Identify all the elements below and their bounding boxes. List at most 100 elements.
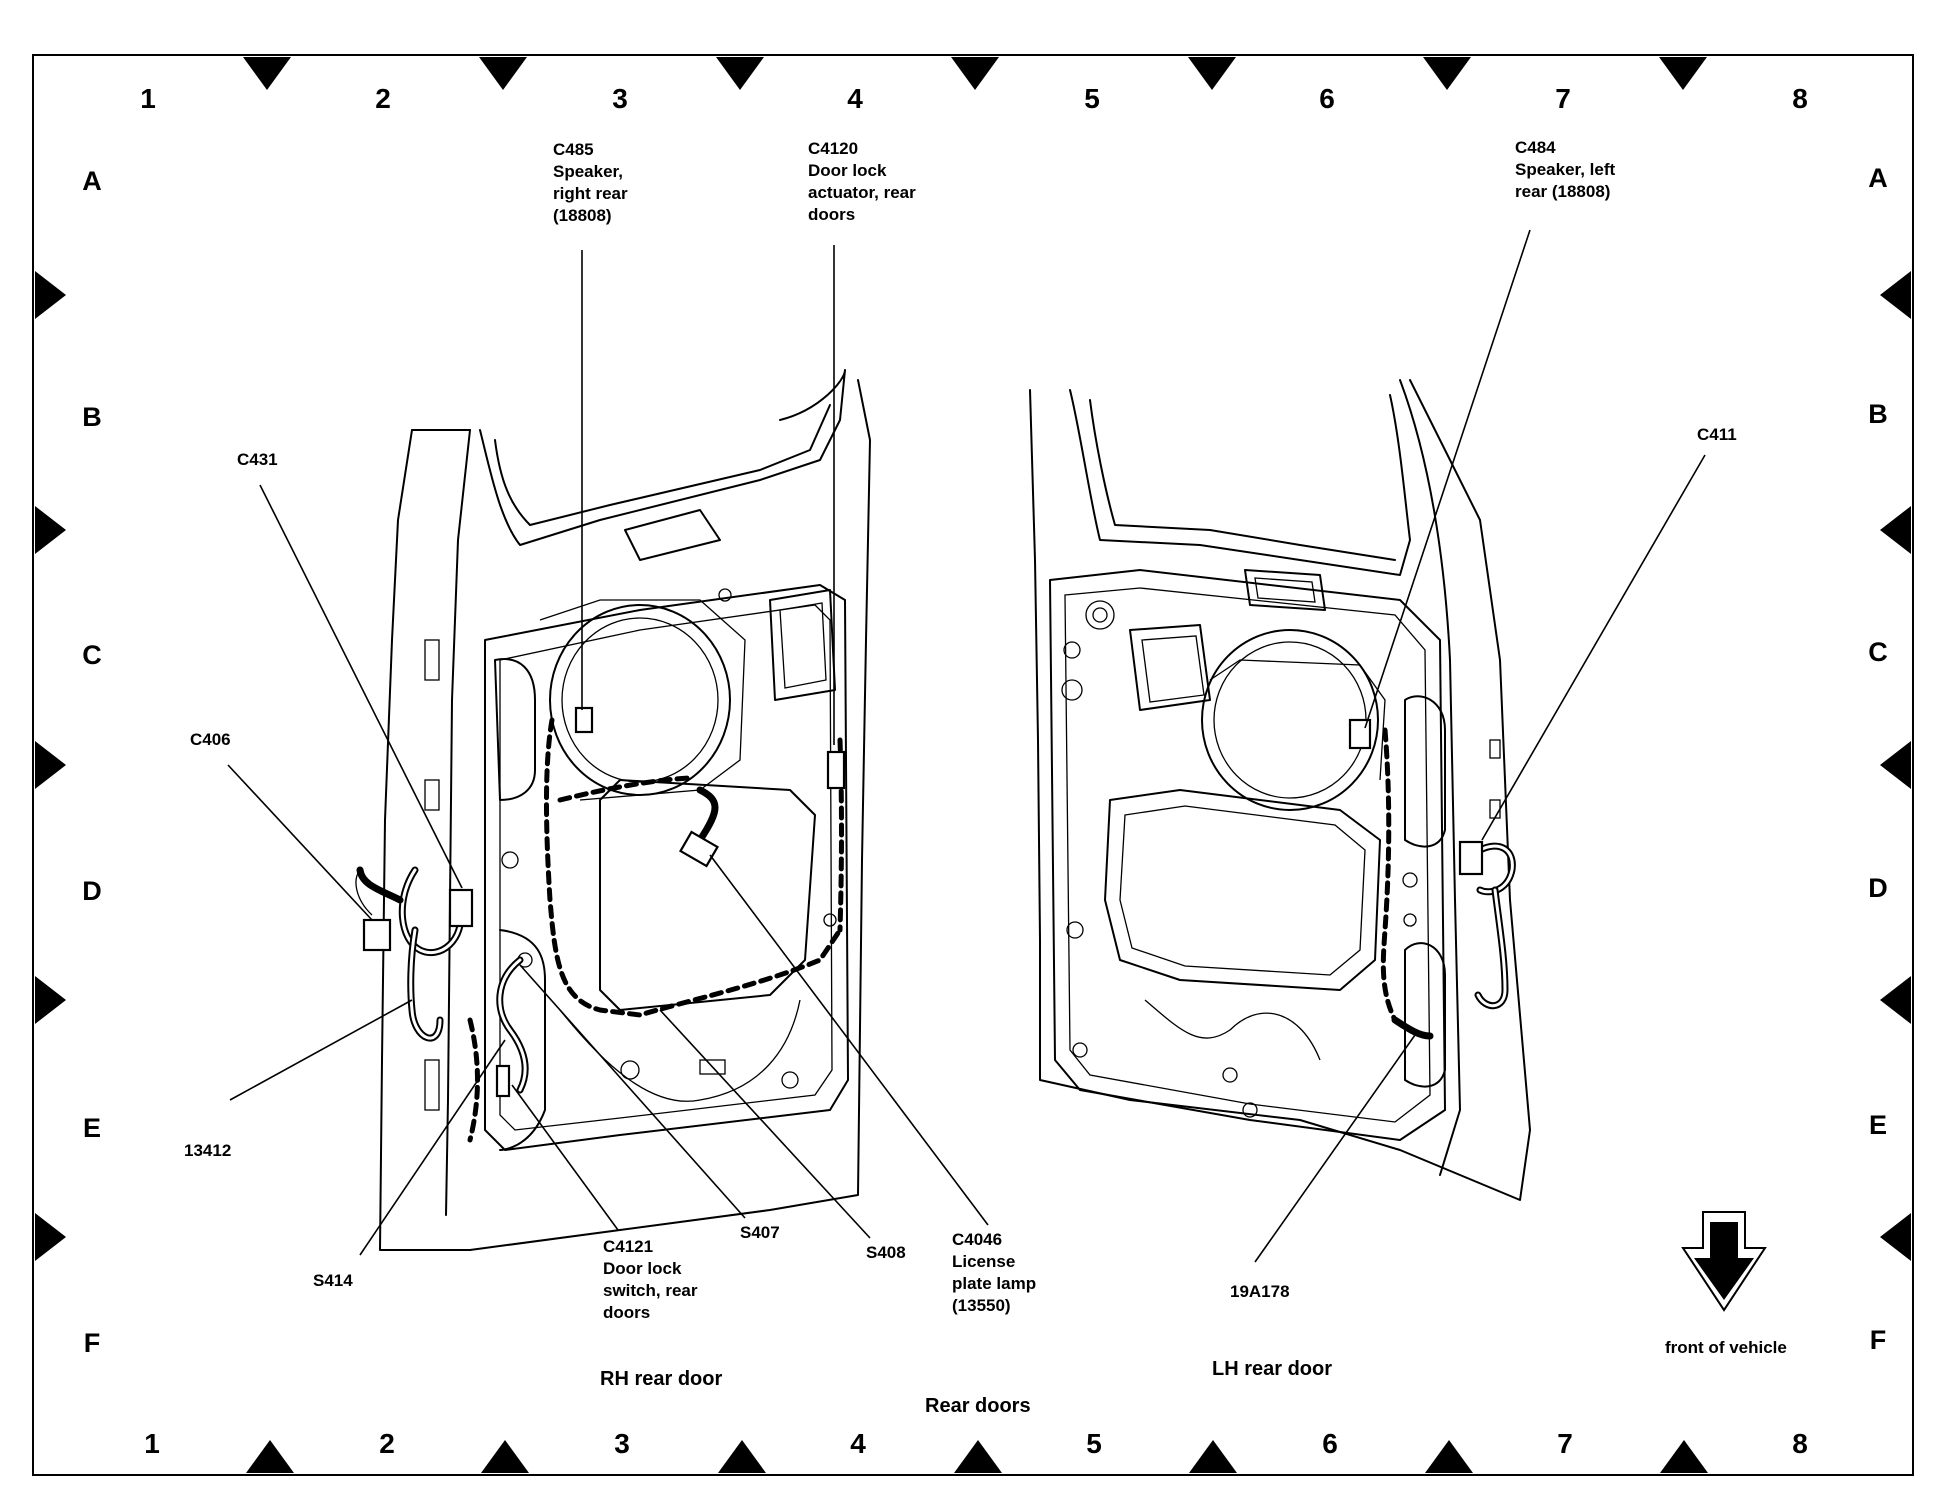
grid-row-label: C bbox=[1868, 637, 1888, 667]
main-caption: Rear doors bbox=[925, 1395, 1031, 1417]
triangle-marker-icon bbox=[243, 57, 291, 90]
callout-c431: C431 bbox=[237, 450, 278, 469]
callout-line: doors bbox=[808, 205, 855, 224]
grid-column-label: 3 bbox=[614, 1428, 630, 1459]
triangle-marker-icon bbox=[718, 1440, 766, 1473]
callout-13412: 13412 bbox=[184, 1141, 231, 1160]
triangle-marker-icon bbox=[1423, 57, 1471, 90]
grid-row-label: C bbox=[82, 640, 102, 670]
grid-column-label: 4 bbox=[847, 83, 863, 114]
callout-line: S414 bbox=[313, 1271, 353, 1290]
callout-line: rear (18808) bbox=[1515, 182, 1610, 201]
triangle-marker-icon bbox=[246, 1440, 294, 1473]
triangle-marker-icon bbox=[1425, 1440, 1473, 1473]
triangle-marker-icon bbox=[1188, 57, 1236, 90]
callout-line: Door lock bbox=[603, 1259, 682, 1278]
callout-line: Speaker, left bbox=[1515, 160, 1616, 179]
triangle-marker-icon bbox=[35, 506, 66, 554]
grid-column-label: 8 bbox=[1792, 1428, 1808, 1459]
callout-c406: C406 bbox=[190, 730, 231, 749]
callout-line: 13412 bbox=[184, 1141, 231, 1160]
grid-row-label: B bbox=[1868, 399, 1888, 429]
grid-row-label: F bbox=[1870, 1325, 1887, 1355]
callout-line: (13550) bbox=[952, 1296, 1011, 1315]
grid-row-label: F bbox=[84, 1328, 101, 1358]
callout-line: right rear bbox=[553, 184, 628, 203]
triangle-marker-icon bbox=[1880, 506, 1911, 554]
callout-line: switch, rear bbox=[603, 1281, 698, 1300]
callout-line: (18808) bbox=[553, 206, 612, 225]
grid-column-label: 7 bbox=[1557, 1428, 1573, 1459]
callout-line: S408 bbox=[866, 1243, 906, 1262]
callout-line: doors bbox=[603, 1303, 650, 1322]
grid-row-label: E bbox=[83, 1113, 101, 1143]
grid-column-label: 8 bbox=[1792, 83, 1808, 114]
triangle-marker-icon bbox=[479, 57, 527, 90]
triangle-marker-icon bbox=[1880, 741, 1911, 789]
callout-s407: S407 bbox=[740, 1223, 780, 1242]
callout-line: C484 bbox=[1515, 138, 1556, 157]
grid-column-label: 2 bbox=[379, 1428, 395, 1459]
rh-rear-door-drawing bbox=[355, 369, 871, 1251]
front-of-vehicle-caption: front of vehicle bbox=[1665, 1338, 1787, 1357]
triangle-marker-icon bbox=[951, 57, 999, 90]
diagram-frame bbox=[32, 54, 1914, 1476]
grid-column-label: 1 bbox=[140, 83, 156, 114]
grid-column-label: 3 bbox=[612, 83, 628, 114]
grid-row-label: A bbox=[1868, 163, 1888, 193]
grid-markers bbox=[35, 57, 1911, 1473]
grid-column-label: 1 bbox=[144, 1428, 160, 1459]
grid-row-label: B bbox=[82, 402, 102, 432]
down-arrow-icon bbox=[1681, 1211, 1767, 1312]
triangle-marker-icon bbox=[35, 976, 66, 1024]
triangle-marker-icon bbox=[1660, 1440, 1708, 1473]
callout-line: plate lamp bbox=[952, 1274, 1036, 1293]
rh-door-caption: RH rear door bbox=[600, 1368, 722, 1390]
triangle-marker-icon bbox=[481, 1440, 529, 1473]
triangle-marker-icon bbox=[35, 271, 66, 319]
grid-column-label: 2 bbox=[375, 83, 391, 114]
callout-line: C4046 bbox=[952, 1230, 1002, 1249]
callout-line: C411 bbox=[1697, 425, 1737, 444]
triangle-marker-icon bbox=[1659, 57, 1707, 90]
triangle-marker-icon bbox=[35, 741, 66, 789]
triangle-marker-icon bbox=[954, 1440, 1002, 1473]
leader-lines bbox=[227, 229, 1706, 1263]
lh-rear-door-drawing bbox=[1029, 379, 1531, 1201]
grid-column-label: 5 bbox=[1086, 1428, 1102, 1459]
callout-line: Speaker, bbox=[553, 162, 623, 181]
triangle-marker-icon bbox=[35, 1213, 66, 1261]
triangle-marker-icon bbox=[1880, 1213, 1911, 1261]
grid-column-label: 7 bbox=[1555, 83, 1571, 114]
triangle-marker-icon bbox=[1880, 271, 1911, 319]
grid-row-label: D bbox=[1868, 873, 1888, 903]
triangle-marker-icon bbox=[1880, 976, 1911, 1024]
lh-door-caption: LH rear door bbox=[1212, 1358, 1332, 1380]
callout-line: C4121 bbox=[603, 1237, 653, 1256]
callout-line: C4120 bbox=[808, 139, 858, 158]
callout-line: Door lock bbox=[808, 161, 887, 180]
callout-line: S407 bbox=[740, 1223, 780, 1242]
grid-column-label: 5 bbox=[1084, 83, 1100, 114]
grid-row-label: D bbox=[82, 876, 102, 906]
grid-column-label: 6 bbox=[1322, 1428, 1338, 1459]
callout-c411: C411 bbox=[1697, 425, 1737, 444]
grid-column-label: 4 bbox=[850, 1428, 866, 1459]
grid-column-label: 6 bbox=[1319, 83, 1335, 114]
triangle-marker-icon bbox=[716, 57, 764, 90]
callout-line: C431 bbox=[237, 450, 278, 469]
callout-line: actuator, rear bbox=[808, 183, 916, 202]
grid-row-label: E bbox=[1869, 1110, 1887, 1140]
callout-19a178: 19A178 bbox=[1230, 1282, 1290, 1301]
callout-s408: S408 bbox=[866, 1243, 906, 1262]
callout-line: C406 bbox=[190, 730, 231, 749]
grid-row-label: A bbox=[82, 166, 102, 196]
